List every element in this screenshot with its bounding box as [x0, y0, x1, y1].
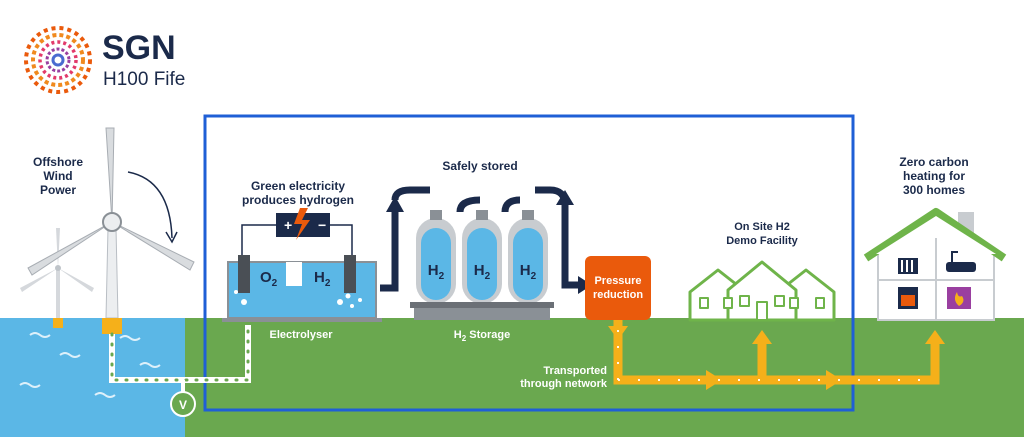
sgn-logo: SGN H100 Fife [24, 26, 185, 94]
oven-icon [898, 287, 918, 309]
svg-text:H2: H2 [428, 262, 445, 282]
demo-houses [688, 260, 836, 322]
brand-name: SGN [102, 29, 176, 67]
offshore-label: Offshore Wind Power [33, 155, 83, 197]
svg-text:−: − [318, 217, 326, 233]
svg-text:Green electricity: Green electricity [251, 179, 345, 193]
svg-text:H2: H2 [520, 262, 537, 282]
svg-text:Transported: Transported [543, 365, 607, 377]
brand-project: H100 Fife [103, 69, 185, 90]
svg-text:produces hydrogen: produces hydrogen [242, 193, 354, 207]
electrolyser-label: Electrolyser [270, 329, 334, 341]
storage-label: H2 Storage [454, 329, 510, 343]
green-electricity-label: Green electricity produces hydrogen [242, 179, 354, 207]
bath-icon [946, 251, 976, 272]
zero-carbon-home [863, 208, 1007, 321]
h2-storage-tanks: H2 H2 H2 [391, 186, 592, 320]
demo-facility-label: On Site H2 Demo Facility [726, 221, 798, 247]
svg-text:through network: through network [520, 378, 608, 390]
zero-carbon-label: Zero carbon heating for 300 homes [899, 155, 968, 197]
svg-text:O2: O2 [260, 269, 278, 289]
svg-text:On Site H2: On Site H2 [734, 221, 790, 233]
lightning-icon [294, 208, 310, 240]
svg-text:heating for: heating for [903, 169, 965, 183]
valve-marker: V [170, 391, 196, 417]
svg-text:+: + [284, 217, 292, 233]
transported-label: Transported through network [520, 365, 608, 390]
safely-stored-label: Safely stored [442, 159, 517, 173]
electrolyser: + − O2 H2 [222, 208, 382, 322]
svg-text:Pressure: Pressure [594, 275, 641, 287]
svg-text:H2: H2 [474, 262, 491, 282]
svg-text:Demo Facility: Demo Facility [726, 235, 798, 247]
power-cable [109, 323, 251, 392]
sea-waves [19, 332, 161, 398]
svg-text:Wind: Wind [43, 169, 72, 183]
svg-text:300 homes: 300 homes [903, 183, 965, 197]
radiator-icon [898, 258, 918, 274]
svg-text:V: V [179, 398, 187, 412]
facility-boundary [203, 114, 855, 412]
svg-text:Offshore: Offshore [33, 155, 83, 169]
small-wind-turbine [20, 228, 94, 328]
svg-text:Power: Power [40, 183, 76, 197]
svg-text:H2: H2 [314, 269, 331, 289]
sgn-logo-mark [24, 26, 92, 94]
large-wind-turbine [27, 127, 195, 334]
fireplace-icon [947, 287, 971, 309]
flow-arrow-to-storage [380, 196, 404, 292]
svg-text:Zero carbon: Zero carbon [899, 155, 968, 169]
gas-network-pipeline [608, 320, 945, 390]
svg-text:reduction: reduction [593, 289, 643, 301]
pressure-reduction-box: Pressure reduction [585, 256, 651, 320]
